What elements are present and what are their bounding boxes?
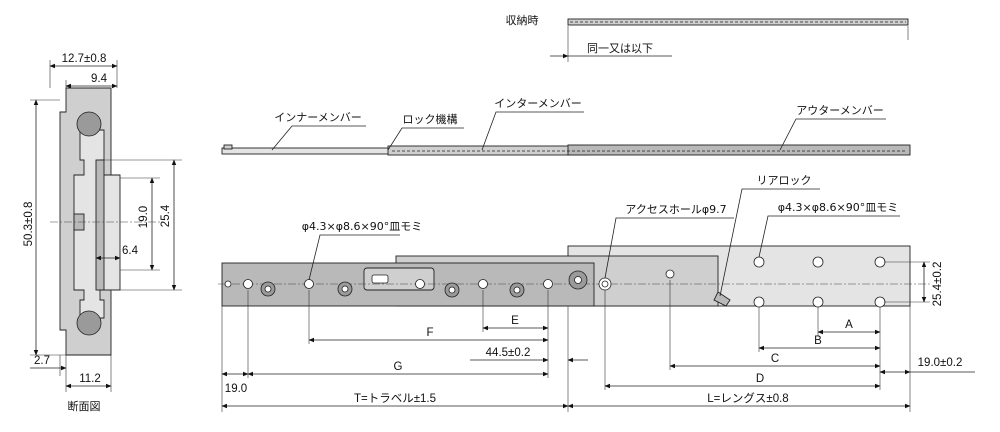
label-intermediate-member: インターメンバー xyxy=(494,97,582,110)
hole-inner xyxy=(448,286,456,294)
dim-depth: 6.4 xyxy=(122,245,139,257)
extended-intermediate-member xyxy=(387,145,589,156)
plan-view: φ4.3×φ8.6×90°皿モミ アクセスホールφ9.7 リアロック φ4.3×… xyxy=(218,174,975,412)
dim-B: B xyxy=(814,335,822,347)
label-inner-member: インナーメンバー xyxy=(274,111,362,124)
hole-inner xyxy=(224,280,232,288)
leader-inner-member xyxy=(271,125,366,151)
dim-height-25: 25.4 xyxy=(160,204,172,227)
dim-D: D xyxy=(756,373,764,385)
leader-access-hole xyxy=(604,217,734,279)
dim-travel: T=トラベル±1.5 xyxy=(354,393,436,405)
hole-outer xyxy=(812,296,824,308)
dim-bottom-112: 11.2 xyxy=(79,373,101,385)
label-access-hole: アクセスホールφ9.7 xyxy=(625,203,726,216)
dim-height-total: 50.3±0.8 xyxy=(23,202,35,247)
plan-rear-lock xyxy=(713,291,731,307)
dim-G: G xyxy=(394,361,403,373)
hole-inner xyxy=(304,279,314,289)
extended-tab xyxy=(223,144,233,150)
extended-view: インナーメンバー ロック機構 インターメンバー アウターメンバー xyxy=(221,97,911,156)
hole-intermediate xyxy=(665,269,675,279)
leader-intermediate xyxy=(481,111,584,151)
hole-outer xyxy=(812,256,824,268)
dim-C: C xyxy=(771,353,779,365)
label-outer-member: アウターメンバー xyxy=(796,104,884,117)
hole-inner xyxy=(415,279,425,289)
hole-inner xyxy=(574,276,582,284)
dim-F: F xyxy=(426,327,433,339)
leader-outer xyxy=(779,118,886,151)
dim-19-left: 19.0 xyxy=(225,383,247,395)
hole-inner xyxy=(543,279,553,289)
stored-label: 収納時 xyxy=(506,14,539,27)
leader-rear-lock xyxy=(719,188,820,297)
dim-25-4: 25.4±0.2 xyxy=(932,262,944,307)
label-countersink-left: φ4.3×φ8.6×90°皿モミ xyxy=(302,220,422,233)
dim-width-inner: 9.4 xyxy=(91,73,108,85)
cross-section: 12.7±0.8 9.4 50.3±0.8 19.0 25.4 6.4 2.7 xyxy=(23,53,182,413)
dim-A: A xyxy=(845,319,853,331)
hole-outer xyxy=(753,256,765,268)
label-lock-mechanism: ロック機構 xyxy=(403,112,458,126)
dim-height-19: 19.0 xyxy=(138,206,150,228)
cross-section-caption: 断面図 xyxy=(68,399,101,413)
hole-outer xyxy=(753,296,765,308)
dim-E: E xyxy=(511,315,519,327)
access-hole-inner xyxy=(601,280,609,288)
stored-view: 収納時 同一又は以下 xyxy=(506,14,909,62)
cross-section-ball-top xyxy=(76,111,102,137)
dim-44-5: 44.5±0.2 xyxy=(486,347,531,359)
leader-lock xyxy=(387,127,464,151)
label-rear-lock: リアロック xyxy=(757,174,812,187)
extended-outer-member xyxy=(567,144,911,156)
dim-width-total: 12.7±0.8 xyxy=(62,53,107,65)
hole-inner xyxy=(341,285,349,293)
hole-inner xyxy=(264,285,272,293)
label-countersink-right: φ4.3×φ8.6×90°皿モミ xyxy=(778,201,898,214)
dim-bottom-27: 2.7 xyxy=(34,355,50,367)
leader-countersink-left xyxy=(308,234,400,281)
extended-inner-member xyxy=(221,147,403,155)
leader-countersink-right xyxy=(758,215,900,258)
hole-inner xyxy=(478,279,488,289)
cross-section-web xyxy=(95,159,105,291)
hole-outer xyxy=(874,296,886,308)
hole-inner xyxy=(243,279,253,289)
dim-length: L=レングス±0.8 xyxy=(707,391,788,405)
hole-outer xyxy=(874,256,886,268)
hole-inner xyxy=(513,286,521,294)
stored-note: 同一又は以下 xyxy=(587,42,653,55)
cross-section-ball-bottom xyxy=(76,310,102,336)
plan-lock-slot xyxy=(371,274,389,284)
dim-19-right: 19.0±0.2 xyxy=(918,357,963,369)
